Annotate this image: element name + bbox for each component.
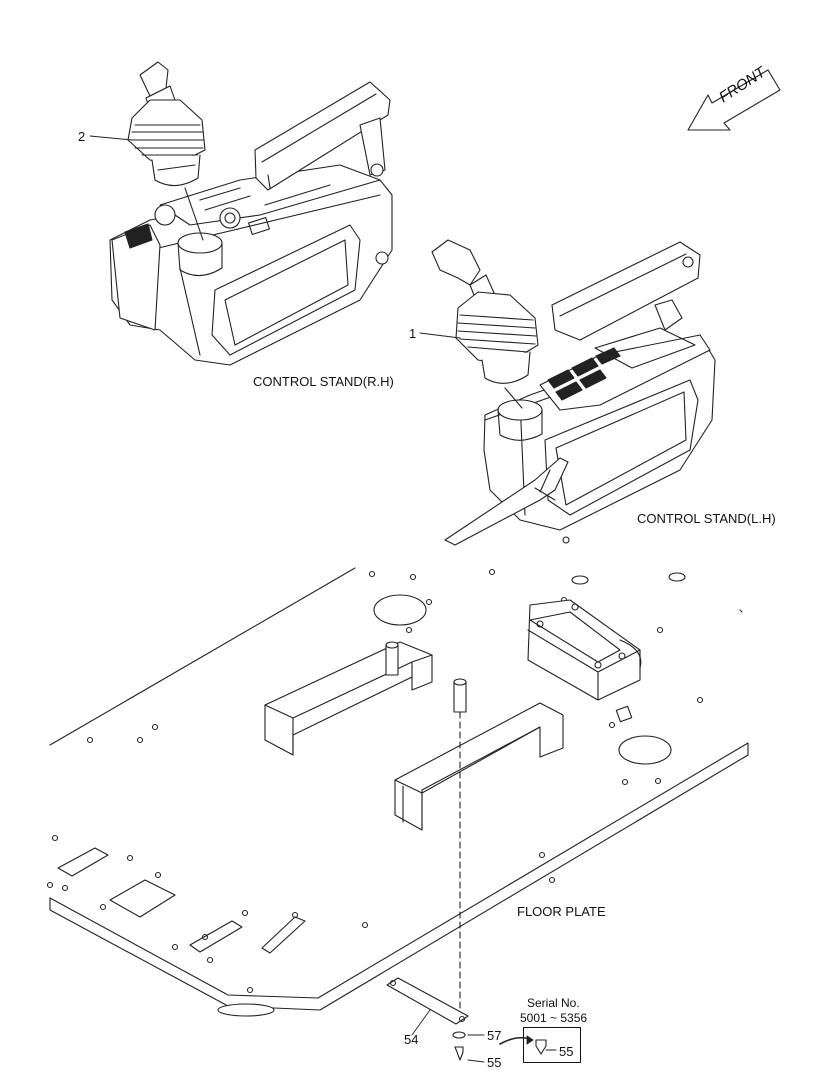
callout-55-serial: 55 [559, 1044, 574, 1059]
control-stand-lh [431, 239, 716, 546]
callout-54: 54 [404, 1032, 419, 1047]
leader-lines [89, 135, 557, 1063]
callout-1: 1 [409, 326, 417, 341]
floor-plate [46, 567, 749, 1017]
callout-2: 2 [78, 129, 86, 144]
control-stand-rh [109, 61, 393, 366]
callout-55: 55 [487, 1055, 502, 1070]
serial-range: 5001 ~ 5356 [520, 1011, 588, 1025]
serial-title: Serial No. [527, 996, 580, 1010]
bolt-part-55-serial [535, 1039, 547, 1055]
label-control-stand-rh: CONTROL STAND(R.H) [253, 374, 394, 389]
label-floor-plate: FLOOR PLATE [517, 904, 606, 919]
washer-part-57 [452, 1031, 466, 1039]
serial-box [523, 1027, 581, 1063]
bolt-part-55 [454, 1046, 464, 1061]
label-control-stand-lh: CONTROL STAND(L.H) [637, 511, 776, 526]
strap-part-54 [386, 977, 469, 1025]
front-arrow [687, 69, 781, 131]
callout-57: 57 [487, 1028, 502, 1043]
